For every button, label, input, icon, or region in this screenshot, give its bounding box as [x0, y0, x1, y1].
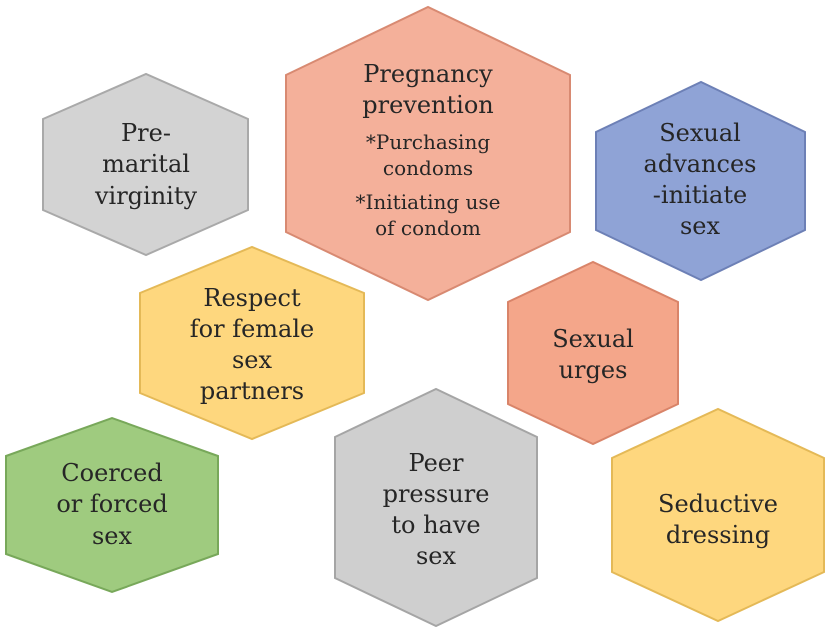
hexagon-pre-marital-virginity: [42, 72, 249, 257]
label-line: virginity: [94, 181, 198, 210]
label-sexual-advances: Sexual advances -initiate sex: [600, 100, 800, 260]
label-line: advances: [643, 149, 757, 178]
label-line: -initiate: [652, 181, 748, 209]
label-subline: condoms: [382, 156, 474, 181]
label-line: marital: [102, 150, 190, 179]
label-line: to have: [391, 511, 481, 539]
label-line: partners: [199, 377, 305, 406]
label-line: pressure: [382, 479, 490, 508]
label-line: Peer: [408, 448, 464, 477]
label-subline: of condom: [375, 216, 481, 241]
label-pregnancy-prevention: Pregnancy prevention *Purchasing condoms…: [296, 35, 560, 265]
hexagon-peer-pressure: [334, 387, 538, 627]
label-line: Pregnancy: [363, 59, 493, 88]
label-line: Pre-: [121, 119, 171, 148]
label-seductive-dressing: Seductive dressing: [618, 470, 818, 570]
hexagon-seductive-dressing: [611, 407, 825, 623]
hexagon-pregnancy-prevention: [285, 5, 571, 302]
hexagon-sexual-urges: [507, 260, 679, 446]
label-line: sex: [679, 212, 721, 241]
label-line: urges: [558, 356, 628, 384]
label-sexual-urges: Sexual urges: [512, 310, 674, 400]
label-line: Coerced: [61, 459, 163, 488]
label-line: sex: [91, 521, 133, 550]
label-pre-marital-virginity: Pre- marital virginity: [48, 95, 244, 235]
hexagon-coerced-forced-sex: [5, 416, 219, 594]
label-line: sex: [415, 542, 457, 571]
label-peer-pressure: Peer pressure to have sex: [340, 430, 532, 590]
label-line: Respect: [203, 283, 301, 312]
label-subline: *Purchasing: [365, 130, 491, 155]
label-line: prevention: [362, 91, 494, 119]
label-line: Sexual: [552, 324, 634, 353]
label-line: for female: [189, 314, 315, 343]
label-line: Sexual: [659, 118, 741, 147]
hexagon-sexual-advances: [595, 80, 806, 282]
label-line: sex: [231, 346, 273, 374]
label-respect-female-partners: Respect for female sex partners: [145, 270, 359, 420]
label-line: or forced: [56, 490, 168, 519]
hexagon-respect-female-partners: [139, 245, 365, 441]
label-line: dressing: [665, 521, 771, 549]
label-subline: *Initiating use: [355, 190, 501, 215]
label-line: Seductive: [658, 489, 778, 518]
label-coerced-forced-sex: Coerced or forced sex: [12, 445, 212, 565]
